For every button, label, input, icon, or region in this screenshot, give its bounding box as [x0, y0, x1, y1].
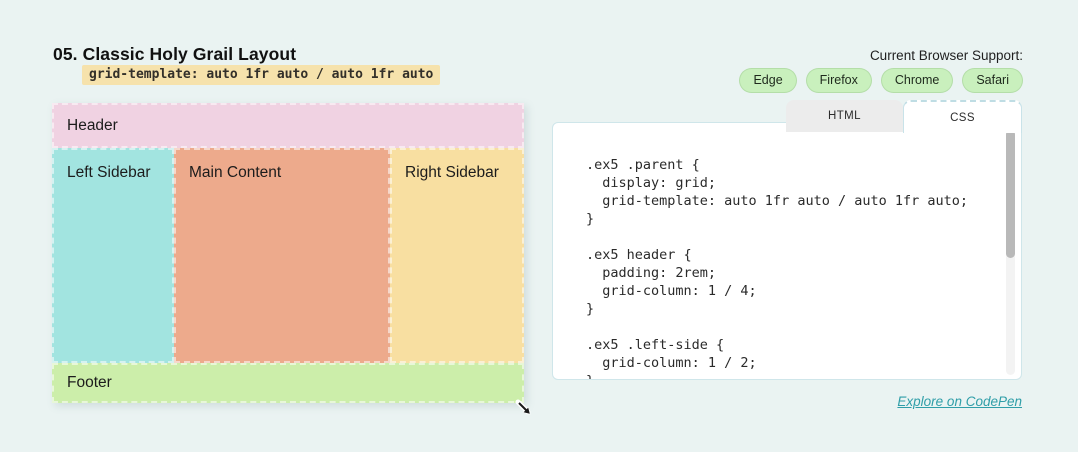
tab-css[interactable]: CSS [903, 100, 1022, 133]
browser-support-badges: Edge Firefox Chrome Safari [739, 68, 1023, 93]
badge-firefox: Firefox [805, 68, 872, 93]
css-code-block: .ex5 .parent { display: grid; grid-templ… [586, 157, 969, 379]
demo-region-right-sidebar: Right Sidebar [390, 148, 524, 363]
page-title: 05. Classic Holy Grail Layout [53, 44, 297, 64]
explore-on-codepen-link[interactable]: Explore on CodePen [897, 394, 1022, 409]
demo-region-header: Header [52, 103, 524, 148]
grid-template-chip: grid-template: auto 1fr auto / auto 1fr … [82, 65, 441, 85]
demo-region-footer: Footer [52, 363, 524, 403]
demo-region-label: Footer [67, 374, 112, 391]
demo-region-label: Right Sidebar [405, 164, 499, 181]
scrollbar-thumb[interactable] [1006, 130, 1015, 258]
browser-support-label: Current Browser Support: [869, 48, 1023, 63]
demo-region-main-content: Main Content [174, 148, 390, 363]
demo-region-label: Left Sidebar [67, 164, 151, 181]
demo-region-left-sidebar: Left Sidebar [52, 148, 174, 363]
badge-safari: Safari [962, 68, 1023, 93]
demo-region-label: Main Content [189, 164, 282, 181]
resize-cursor-icon[interactable] [515, 399, 533, 417]
css-code-panel: .ex5 .parent { display: grid; grid-templ… [552, 122, 1022, 380]
badge-chrome: Chrome [880, 68, 954, 93]
badge-edge: Edge [739, 68, 797, 93]
demo-region-label: Header [67, 116, 118, 134]
tab-html[interactable]: HTML [786, 100, 903, 132]
holy-grail-demo: Header Left Sidebar Main Content Right S… [52, 103, 531, 415]
